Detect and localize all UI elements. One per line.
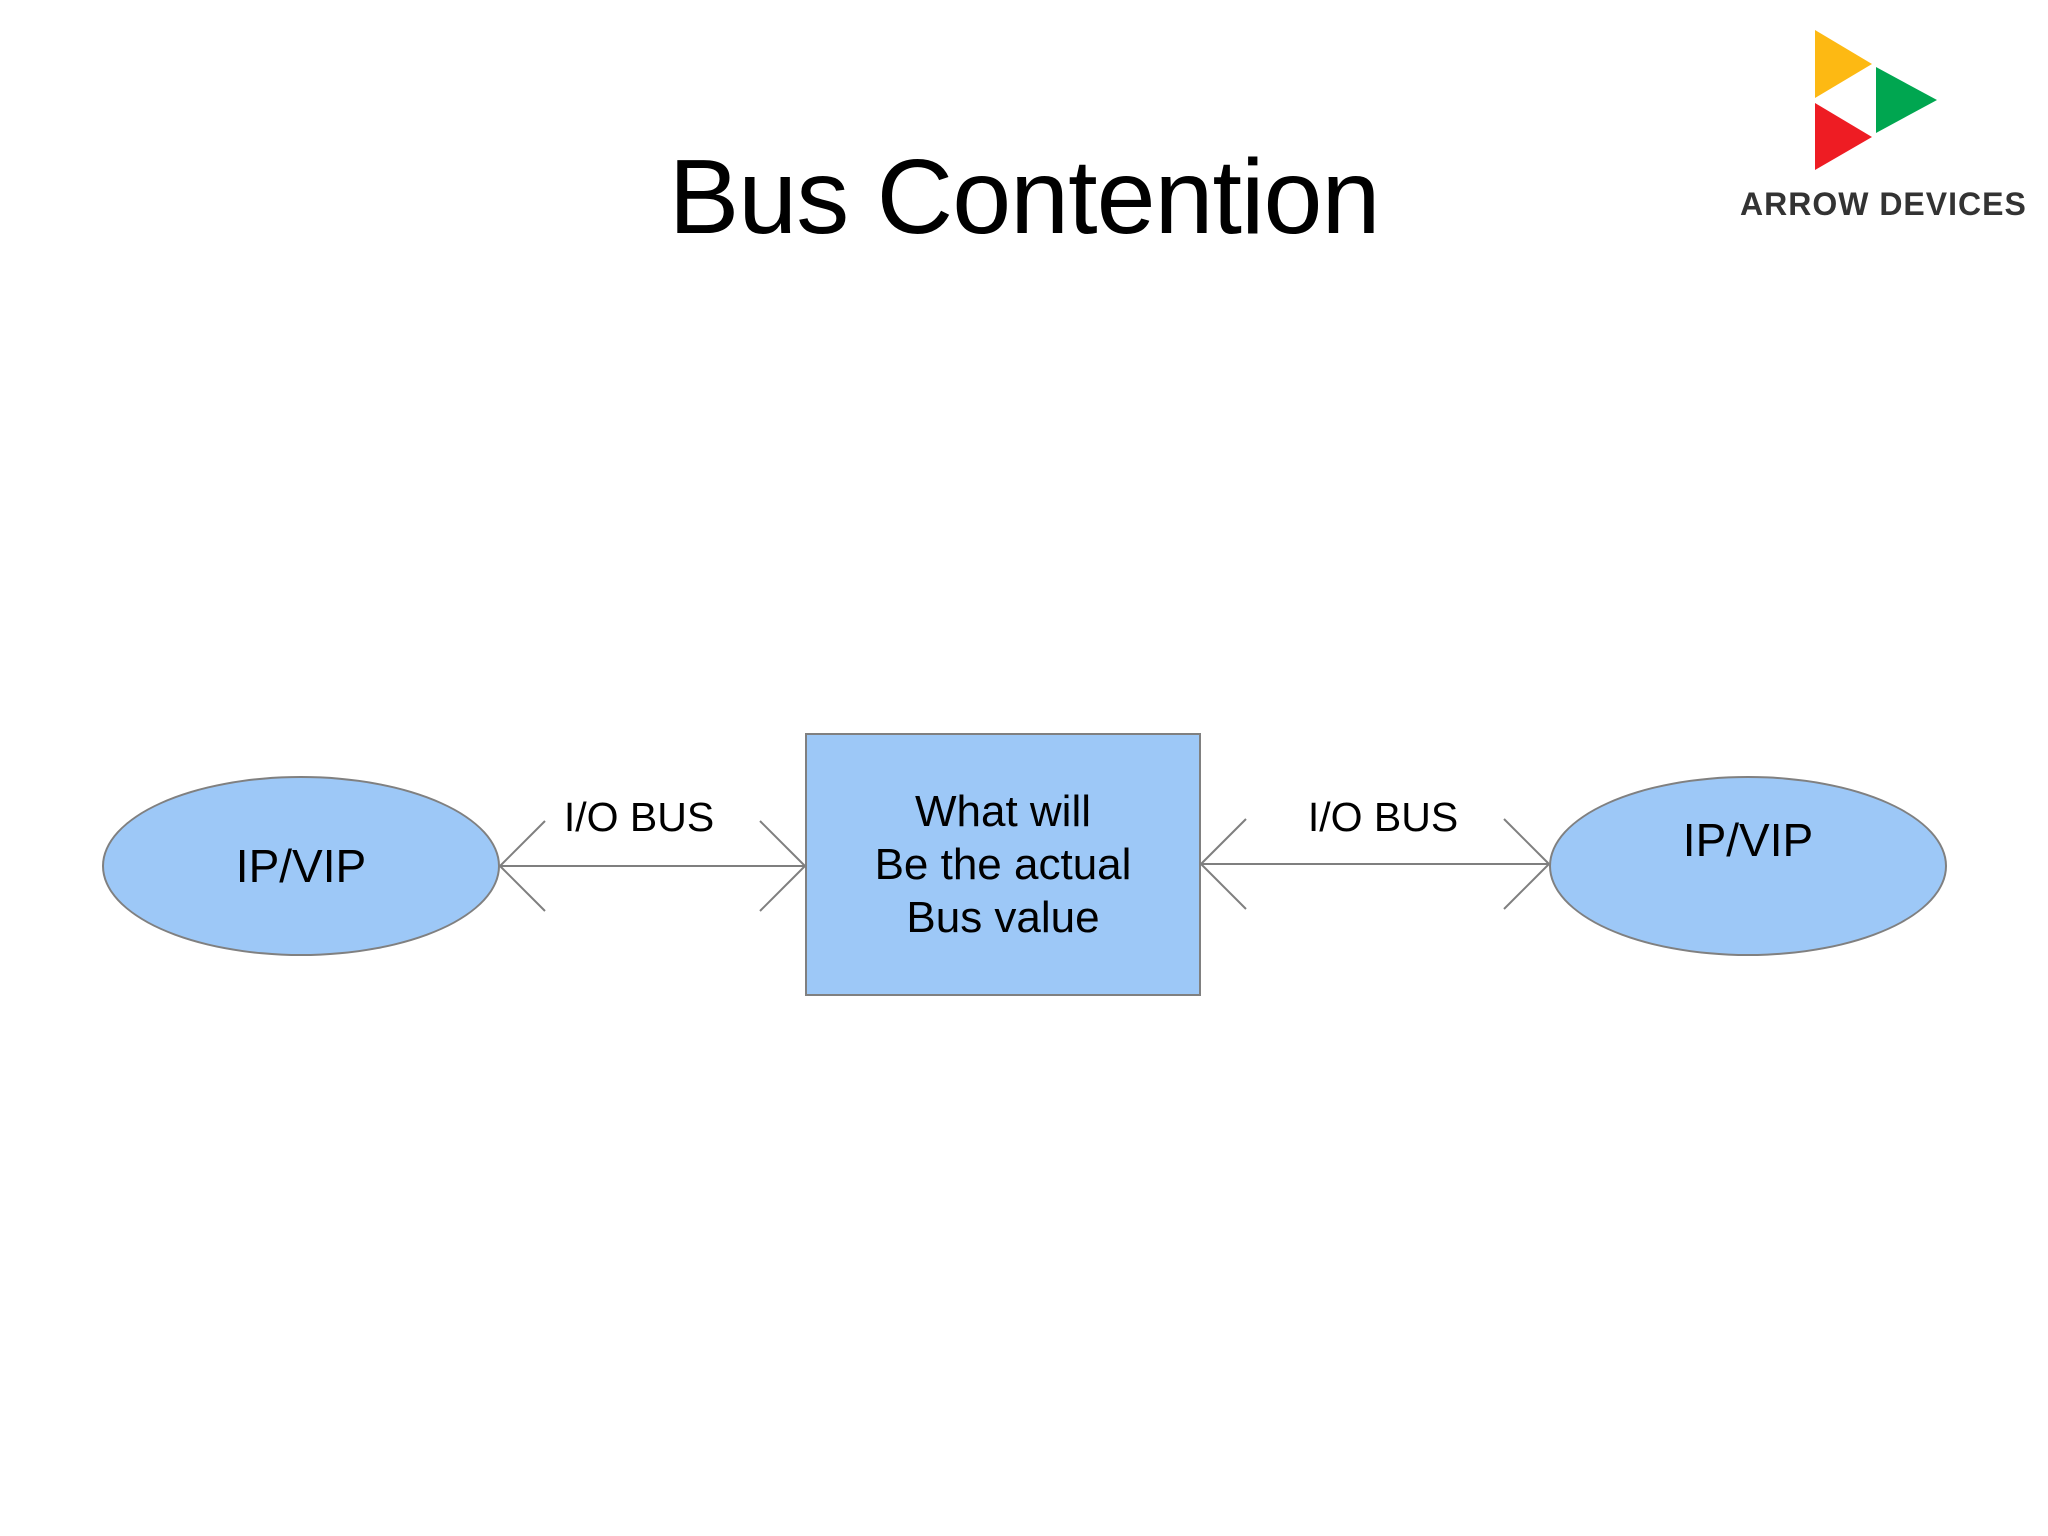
page-title: Bus Contention <box>668 138 1381 256</box>
bus-value-line-2: Be the actual <box>874 840 1132 889</box>
ip-vip-label-left: IP/VIP <box>235 840 367 892</box>
ip-vip-ellipse-left: IP/VIP <box>102 776 500 956</box>
io-bus-label-right: I/O BUS <box>1307 794 1459 840</box>
logo-text: ARROW DEVICES <box>1740 186 2027 222</box>
logo-green-triangle-icon <box>1876 67 1937 133</box>
bus-value-line-1: What will <box>914 787 1091 836</box>
io-bus-label-left: I/O BUS <box>563 794 715 840</box>
logo-triangles-icon <box>1815 30 1937 170</box>
ip-vip-ellipse-right: IP/VIP <box>1549 776 1947 956</box>
bus-value-line-3: Bus value <box>906 893 1100 942</box>
bus-value-box: What will Be the actual Bus value <box>805 733 1201 996</box>
logo-red-triangle-icon <box>1815 103 1872 170</box>
bus-value-text: What will Be the actual Bus value <box>875 785 1132 944</box>
ip-vip-label-right: IP/VIP <box>1682 814 1814 866</box>
arrow-devices-logo: ARROW DEVICES <box>1740 28 2027 222</box>
logo-yellow-triangle-icon <box>1815 30 1872 98</box>
